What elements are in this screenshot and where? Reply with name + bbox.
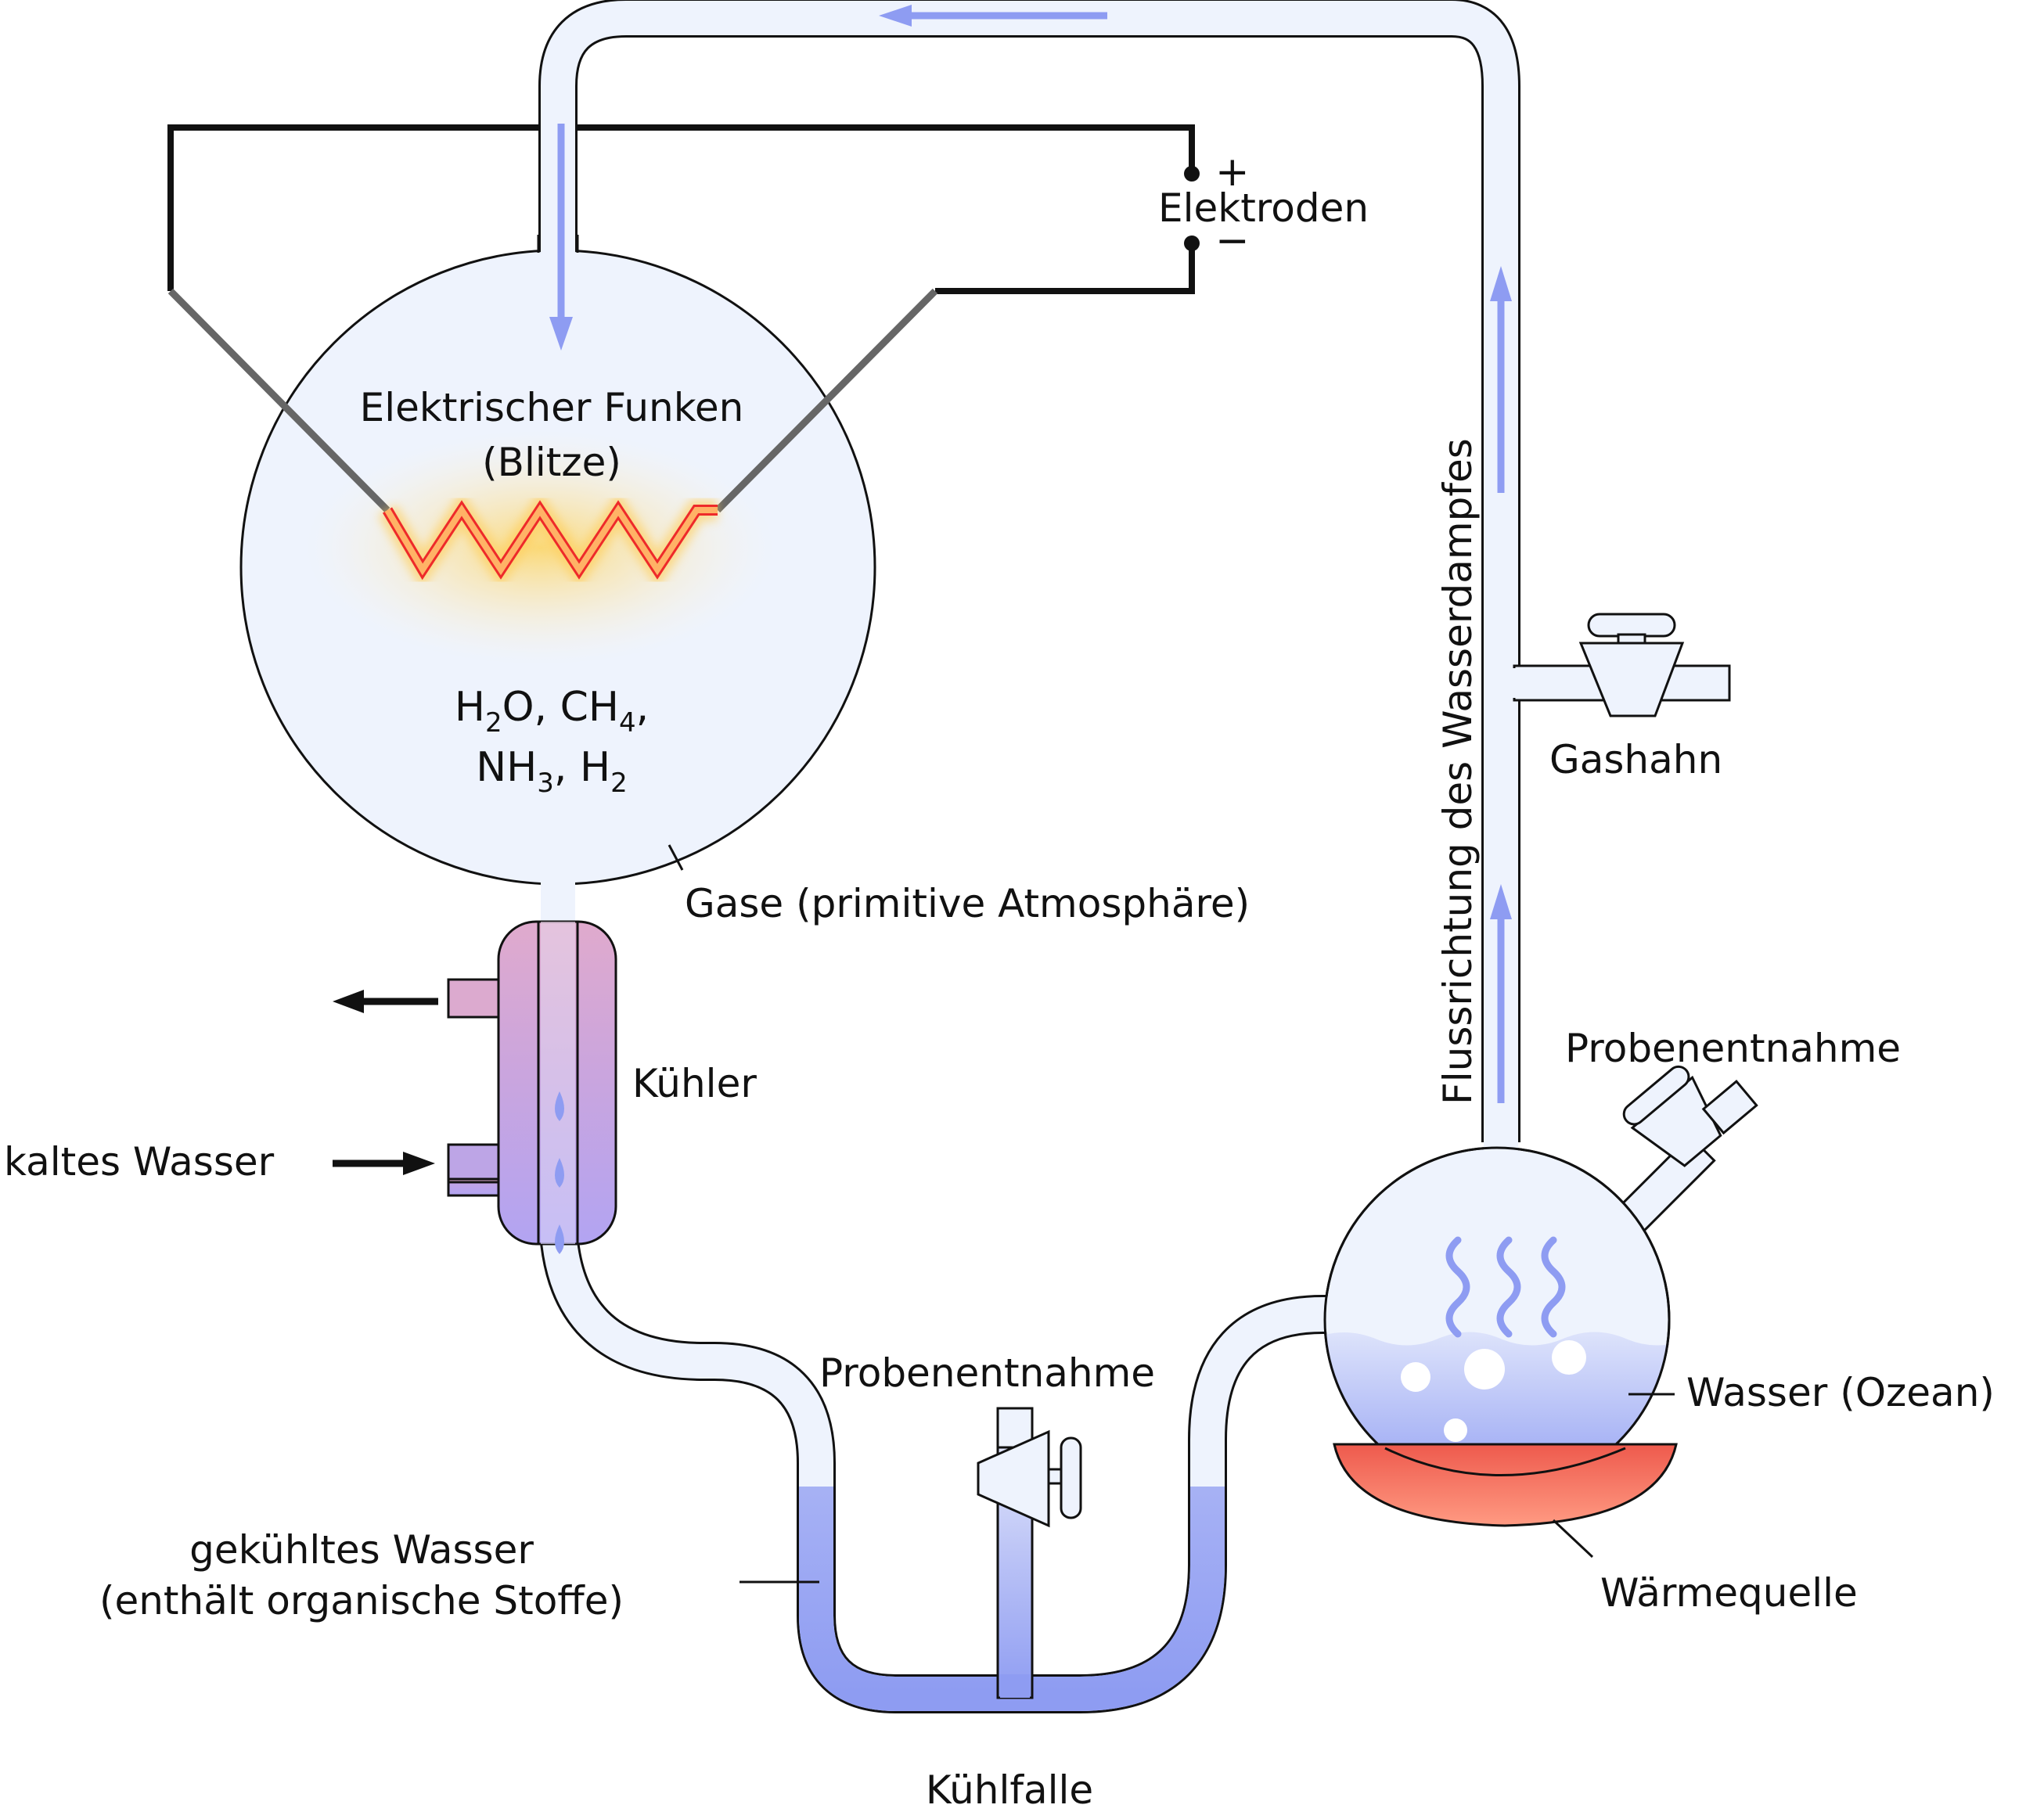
cooler-jacket <box>447 920 617 1246</box>
spark-label-line2: (Blitze) <box>482 440 621 485</box>
atmosphere-flask <box>239 235 876 931</box>
bubble-icon <box>1401 1362 1430 1392</box>
electrodes-label: Elektroden <box>1158 185 1369 231</box>
electrode-wiring <box>167 124 1200 294</box>
sampling-right-label: Probenentnahme <box>1565 1026 1901 1071</box>
cold-trap-label: Kühlfalle <box>926 1767 1093 1812</box>
negative-terminal <box>1184 235 1200 251</box>
minus-sign: − <box>1215 218 1250 264</box>
steam-icon <box>1541 1236 1566 1338</box>
sampling-valve-right <box>1622 1065 1758 1167</box>
flow-arrow-left-icon <box>879 5 1107 27</box>
cooled-water-label-line1: gekühltes Wasser <box>189 1527 534 1573</box>
sampling-valve-bottom <box>977 1407 1082 1528</box>
ocean-label: Wasser (Ozean) <box>1686 1370 1995 1415</box>
cooler-label: Kühler <box>632 1061 757 1106</box>
gases-label: Gase (primitive Atmosphäre) <box>685 881 1250 926</box>
heat-source-label: Wärmequelle <box>1600 1570 1858 1616</box>
bubble-icon <box>1552 1340 1586 1375</box>
droplet-icon <box>555 1091 564 1121</box>
water-out-arrow-icon <box>333 990 438 1013</box>
leader-lines <box>668 844 1675 1584</box>
droplet-icon <box>555 1158 564 1188</box>
plus-sign: + <box>1215 149 1250 196</box>
flow-arrow-up-icon <box>1490 884 1512 1103</box>
electrode-rods <box>167 288 938 513</box>
flow-direction-label: Flussrichtung des Wasserdampfes <box>1435 438 1481 1105</box>
steam-icon <box>1445 1236 1470 1338</box>
spark-label-line1: Elektrischer Funken <box>360 385 744 430</box>
bubble-icon <box>1464 1349 1505 1390</box>
spark-icon <box>377 490 718 591</box>
cold-water-label: kaltes Wasser <box>4 1139 275 1185</box>
gas-tap-label: Gashahn <box>1549 737 1722 782</box>
gas-tap-valve <box>1578 613 1685 717</box>
steam-icon <box>1496 1236 1521 1338</box>
positive-terminal <box>1184 166 1200 182</box>
formula-line1: H2O, CH4, <box>455 684 649 739</box>
water-in-arrow-icon <box>333 1152 435 1175</box>
formula-line2: NH3, H2 <box>476 744 627 799</box>
droplet-icon <box>555 1224 564 1254</box>
flow-arrow-down-icon <box>549 124 573 351</box>
bubble-icon <box>1444 1418 1467 1442</box>
sampling-bottom-label: Probenentnahme <box>819 1350 1155 1396</box>
heat-source <box>1333 1443 1678 1527</box>
cooled-water-label-line2: (enthält organische Stoffe) <box>99 1578 624 1623</box>
flow-arrow-up-icon <box>1490 266 1512 493</box>
